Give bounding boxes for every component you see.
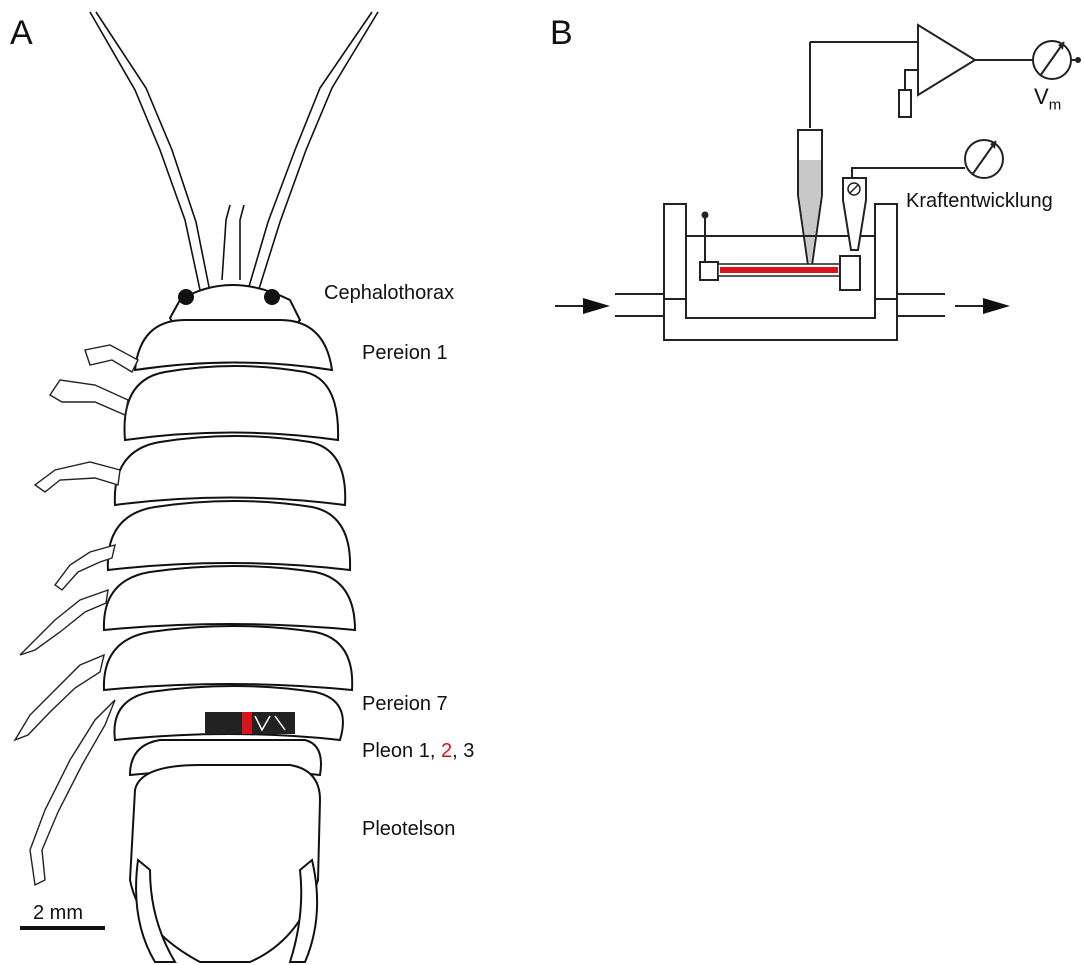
force-transducer-hook bbox=[840, 256, 860, 290]
reference-electrode bbox=[899, 90, 911, 117]
label-vm: Vm bbox=[1034, 84, 1061, 113]
muscle-fiber bbox=[720, 267, 838, 273]
label-vm-sub: m bbox=[1049, 96, 1062, 113]
chamber-left-wall bbox=[664, 204, 686, 299]
fixed-holder bbox=[700, 262, 718, 280]
amplifier-symbol bbox=[918, 25, 975, 95]
inflow-arrow bbox=[583, 298, 610, 314]
chamber-right-wall bbox=[875, 204, 897, 299]
chamber-outer bbox=[664, 299, 897, 340]
label-force: Kraftentwicklung bbox=[906, 190, 1053, 213]
outflow-arrow bbox=[983, 298, 1010, 314]
label-vm-base: V bbox=[1034, 84, 1049, 109]
